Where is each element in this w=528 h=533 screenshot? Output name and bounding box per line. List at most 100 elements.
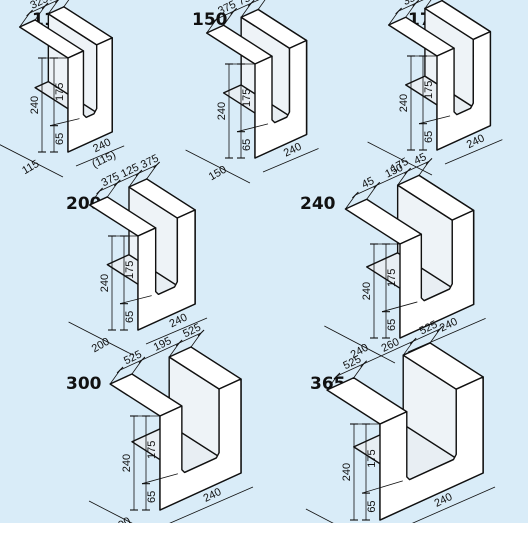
top-dimension-line bbox=[29, 0, 60, 14]
bottom-strip bbox=[0, 523, 528, 533]
height-label: 240 bbox=[29, 96, 41, 114]
top-dimension-line bbox=[336, 328, 441, 377]
base-height-label: 65 bbox=[386, 319, 398, 331]
block-title: 240 bbox=[300, 194, 336, 214]
extension-line bbox=[424, 0, 432, 9]
height-label: 240 bbox=[99, 274, 111, 292]
extension-line bbox=[397, 170, 408, 186]
block-front-outline bbox=[159, 378, 242, 511]
extension-line bbox=[418, 115, 451, 125]
height-label: 240 bbox=[216, 102, 228, 120]
side-dimension-line bbox=[262, 148, 319, 173]
extension-line bbox=[366, 185, 378, 200]
extension-line bbox=[418, 161, 430, 176]
extension-line bbox=[381, 301, 418, 313]
base-height-label: 65 bbox=[124, 311, 136, 323]
extension-line bbox=[240, 3, 252, 18]
front-dimension-line bbox=[185, 149, 251, 184]
extension-line bbox=[89, 190, 100, 206]
extension-line bbox=[236, 123, 269, 133]
top-dimension-line bbox=[355, 161, 430, 196]
side-dimension-line bbox=[167, 486, 254, 525]
front-dimension-line bbox=[0, 144, 64, 178]
front-dimension-line bbox=[324, 325, 396, 364]
block-title: 200 bbox=[66, 194, 102, 214]
block-front-outline bbox=[137, 209, 196, 331]
base-height-label: 65 bbox=[366, 500, 378, 512]
top-slot-label: 260 bbox=[380, 336, 402, 355]
extension-line bbox=[48, 0, 59, 15]
side-dimension-line bbox=[75, 145, 125, 167]
base-height-label: 65 bbox=[54, 133, 66, 145]
extension-line bbox=[190, 332, 202, 348]
extension-line bbox=[345, 194, 356, 210]
height-label: 240 bbox=[361, 282, 373, 300]
block-front-outline bbox=[399, 209, 475, 339]
extension-line bbox=[19, 12, 30, 28]
extension-line bbox=[131, 359, 143, 375]
inner-height-label: 175 bbox=[366, 449, 378, 467]
extension-line bbox=[223, 11, 234, 26]
block-front-outline bbox=[436, 30, 492, 151]
block-front-outline bbox=[254, 39, 308, 159]
top-dimension-line bbox=[216, 0, 260, 20]
top-left-wall-label: 325 bbox=[28, 0, 50, 12]
extension-line bbox=[326, 375, 338, 391]
top-dimension-line bbox=[398, 0, 424, 12]
extension-line bbox=[402, 340, 414, 356]
extension-line bbox=[49, 118, 80, 127]
base-height-label: 65 bbox=[146, 491, 158, 503]
side-dimension-line bbox=[444, 139, 503, 165]
top-left-wall-label: 35 bbox=[401, 0, 417, 8]
top-dimension-line bbox=[99, 164, 157, 192]
block-title: 150 bbox=[192, 10, 228, 30]
extension-line bbox=[168, 342, 180, 358]
front-dimension-line bbox=[68, 321, 134, 356]
base-height-label: 65 bbox=[241, 139, 253, 151]
extension-line bbox=[34, 5, 46, 21]
extension-line bbox=[141, 473, 178, 485]
extension-line bbox=[63, 0, 70, 8]
inner-height-label: 175 bbox=[386, 269, 398, 287]
block-front-outline bbox=[67, 37, 113, 153]
extension-line bbox=[405, 2, 417, 18]
height-label: 240 bbox=[341, 463, 353, 481]
extension-line bbox=[257, 0, 266, 10]
extension-line bbox=[119, 295, 152, 305]
top-dimension-line bbox=[119, 332, 202, 371]
top-left-wall-label: 45 bbox=[360, 175, 376, 191]
top-slot-label: 50 bbox=[46, 0, 62, 4]
inner-height-label: 175 bbox=[54, 83, 66, 101]
tick bbox=[54, 0, 60, 4]
extension-line bbox=[109, 369, 121, 385]
inner-height-label: 175 bbox=[423, 81, 435, 99]
top-right-wall-label: 45 bbox=[412, 151, 428, 167]
extension-line bbox=[128, 172, 140, 188]
extension-line bbox=[106, 182, 118, 198]
base-height-label: 65 bbox=[423, 131, 435, 143]
extension-line bbox=[388, 10, 399, 26]
inner-height-label: 175 bbox=[146, 441, 158, 459]
block-title: 300 bbox=[66, 374, 102, 394]
inner-height-label: 175 bbox=[241, 89, 253, 107]
inner-height-label: 175 bbox=[124, 261, 136, 279]
extension-line bbox=[353, 363, 365, 379]
extension-line bbox=[206, 18, 217, 34]
extension-line bbox=[361, 480, 403, 494]
height-label: 240 bbox=[398, 94, 410, 112]
block-front-outline bbox=[379, 376, 484, 521]
